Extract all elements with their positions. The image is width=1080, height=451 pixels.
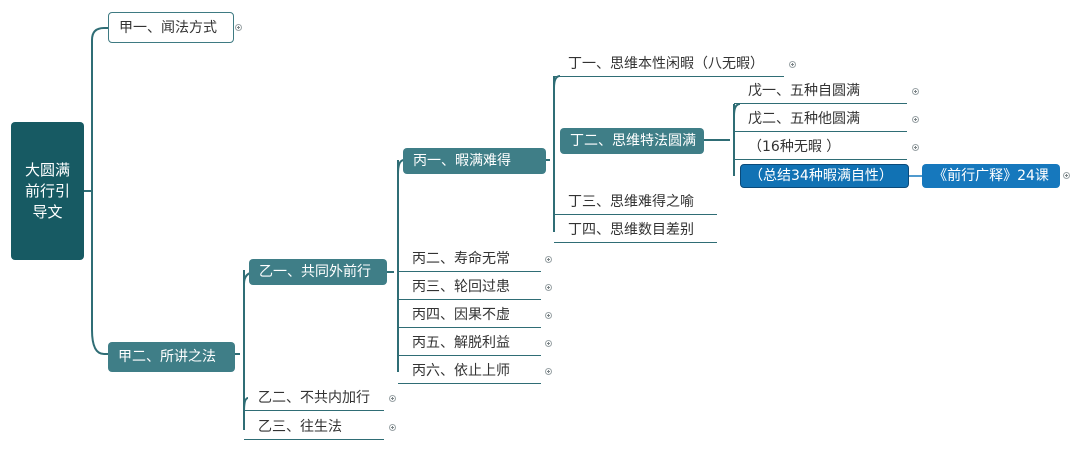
expand-icon[interactable] [389, 424, 396, 431]
expand-icon[interactable] [545, 284, 552, 291]
expand-icon[interactable] [545, 368, 552, 375]
root-node-title[interactable]: 大圆满前行引导文 [11, 122, 84, 260]
node-wu1[interactable]: 戊一、五种自圆满 [734, 81, 907, 104]
node-jia2[interactable]: 甲二、所讲之法 [108, 342, 235, 372]
expand-icon[interactable] [545, 312, 552, 319]
node-bing1[interactable]: 丙一、暇满难得 [403, 148, 546, 174]
node-bing3[interactable]: 丙三、轮回过患 [398, 277, 541, 300]
node-wu3[interactable]: （16种无暇 ） [734, 137, 907, 160]
node-ding2[interactable]: 丁二、思维特法圆满 [560, 128, 704, 154]
node-jia1[interactable]: 甲一、闻法方式 [108, 12, 234, 43]
node-bing6[interactable]: 丙六、依止上师 [398, 361, 541, 384]
node-bing2[interactable]: 丙二、寿命无常 [398, 249, 541, 272]
expand-icon[interactable] [912, 116, 919, 123]
expand-icon[interactable] [912, 144, 919, 151]
node-ding3[interactable]: 丁三、思维难得之喻 [554, 192, 717, 215]
expand-icon[interactable] [912, 88, 919, 95]
expand-icon[interactable] [545, 340, 552, 347]
expand-icon[interactable] [545, 256, 552, 263]
expand-icon[interactable] [389, 395, 396, 402]
expand-icon[interactable] [1063, 172, 1070, 179]
node-ding4[interactable]: 丁四、思维数目差别 [554, 220, 717, 243]
node-wu4-selected[interactable]: （总结34种暇满自性） [740, 164, 909, 188]
node-wu2[interactable]: 戊二、五种他圆满 [734, 109, 907, 132]
node-reference-lesson[interactable]: 《前行广释》24课 [922, 164, 1060, 188]
expand-icon[interactable] [235, 24, 242, 31]
expand-icon[interactable] [789, 61, 796, 68]
node-yi1[interactable]: 乙一、共同外前行 [249, 259, 387, 285]
node-yi2[interactable]: 乙二、不共内加行 [244, 388, 384, 411]
node-ding1[interactable]: 丁一、思维本性闲暇（八无暇） [554, 54, 784, 77]
node-bing5[interactable]: 丙五、解脱利益 [398, 333, 541, 356]
node-yi3[interactable]: 乙三、往生法 [244, 417, 384, 440]
node-bing4[interactable]: 丙四、因果不虚 [398, 305, 541, 328]
